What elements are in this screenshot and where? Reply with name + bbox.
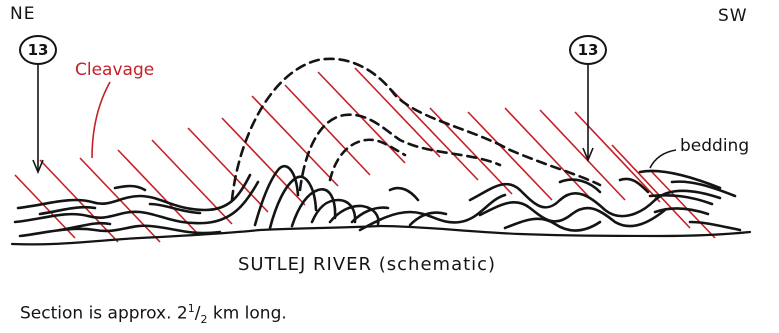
locality-marker-left: 13 bbox=[19, 35, 57, 65]
bedding-label: bedding bbox=[680, 136, 750, 156]
cleavage-leader bbox=[91, 81, 111, 159]
direction-ne: NE bbox=[10, 4, 36, 24]
locality-marker-right: 13 bbox=[569, 35, 607, 65]
cleavage-label: Cleavage bbox=[75, 60, 155, 80]
cleavage-lines bbox=[14, 67, 716, 243]
direction-sw: SW bbox=[718, 6, 748, 26]
caption-prefix: Section is approx. 2 bbox=[20, 303, 188, 324]
caption-sub: 2 bbox=[200, 313, 208, 327]
river-label: SUTLEJ RIVER (schematic) bbox=[238, 254, 497, 275]
bedding-folds bbox=[10, 57, 752, 246]
caption-suffix: km long. bbox=[207, 303, 287, 324]
arrows bbox=[32, 62, 594, 175]
caption: Section is approx. 21/2 km long. bbox=[20, 302, 287, 326]
caption-sup: 1 bbox=[187, 302, 195, 315]
bedding-leader bbox=[649, 149, 677, 169]
caption-slash: / bbox=[194, 303, 201, 324]
